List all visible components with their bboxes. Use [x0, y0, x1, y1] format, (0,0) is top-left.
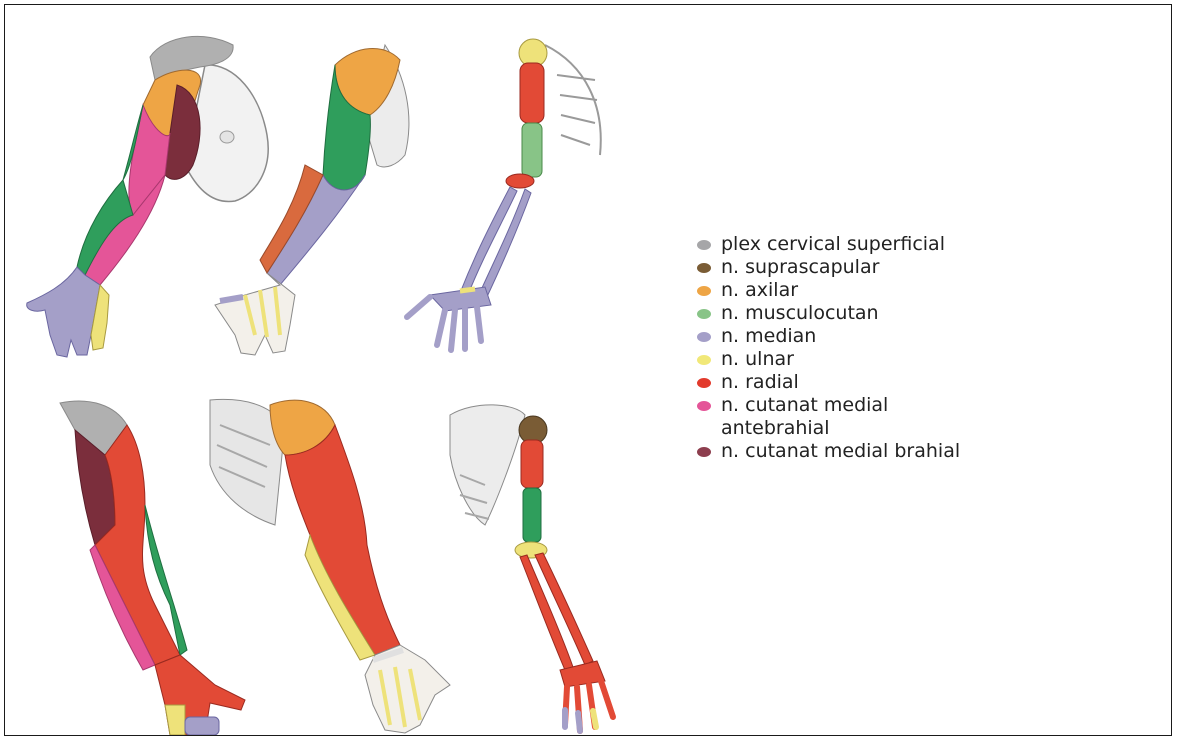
legend-swatch: [697, 447, 711, 457]
legend-item-n-axilar: n. axilar: [697, 279, 967, 302]
arm-posterior-bone-view: [450, 405, 613, 731]
legend-item-n-cutanat-medial-brahial: n. cutanat medial brahial: [697, 440, 967, 463]
legend-label: n. ulnar: [721, 348, 794, 371]
arm-anterior-bone-view: [407, 39, 601, 350]
legend-item-n-suprascapular: n. suprascapular: [697, 256, 967, 279]
legend-label: n. cutanat medial brahial: [721, 440, 960, 463]
legend-label: n. musculocutan: [721, 302, 879, 325]
legend-item-n-musculocutan: n. musculocutan: [697, 302, 967, 325]
arm-posterior-muscle-view: [210, 399, 450, 733]
legend-label: plex cervical superficial: [721, 233, 945, 256]
legend-label: n. cutanat medial antebrahial: [721, 394, 967, 440]
legend-swatch: [697, 401, 711, 411]
legend-item-plex-cervical-superficial: plex cervical superficial: [697, 233, 967, 256]
legend-label: n. suprascapular: [721, 256, 879, 279]
legend-item-n-cutanat-medial-antebrahial: n. cutanat medial antebrahial: [697, 394, 967, 440]
legend-label: n. radial: [721, 371, 799, 394]
legend-swatch: [697, 332, 711, 342]
legend-label: n. median: [721, 325, 816, 348]
legend-item-n-radial: n. radial: [697, 371, 967, 394]
arm-innervation-illustrations: [5, 5, 665, 736]
legend-swatch: [697, 286, 711, 296]
nerve-legend: plex cervical superficial n. suprascapul…: [697, 233, 967, 463]
legend-swatch: [697, 263, 711, 273]
figure-frame: plex cervical superficial n. suprascapul…: [4, 4, 1172, 736]
legend-item-n-median: n. median: [697, 325, 967, 348]
legend-swatch: [697, 309, 711, 319]
legend-swatch: [697, 355, 711, 365]
legend-item-n-ulnar: n. ulnar: [697, 348, 967, 371]
legend-swatch: [697, 240, 711, 250]
legend-swatch: [697, 378, 711, 388]
legend-label: n. axilar: [721, 279, 798, 302]
